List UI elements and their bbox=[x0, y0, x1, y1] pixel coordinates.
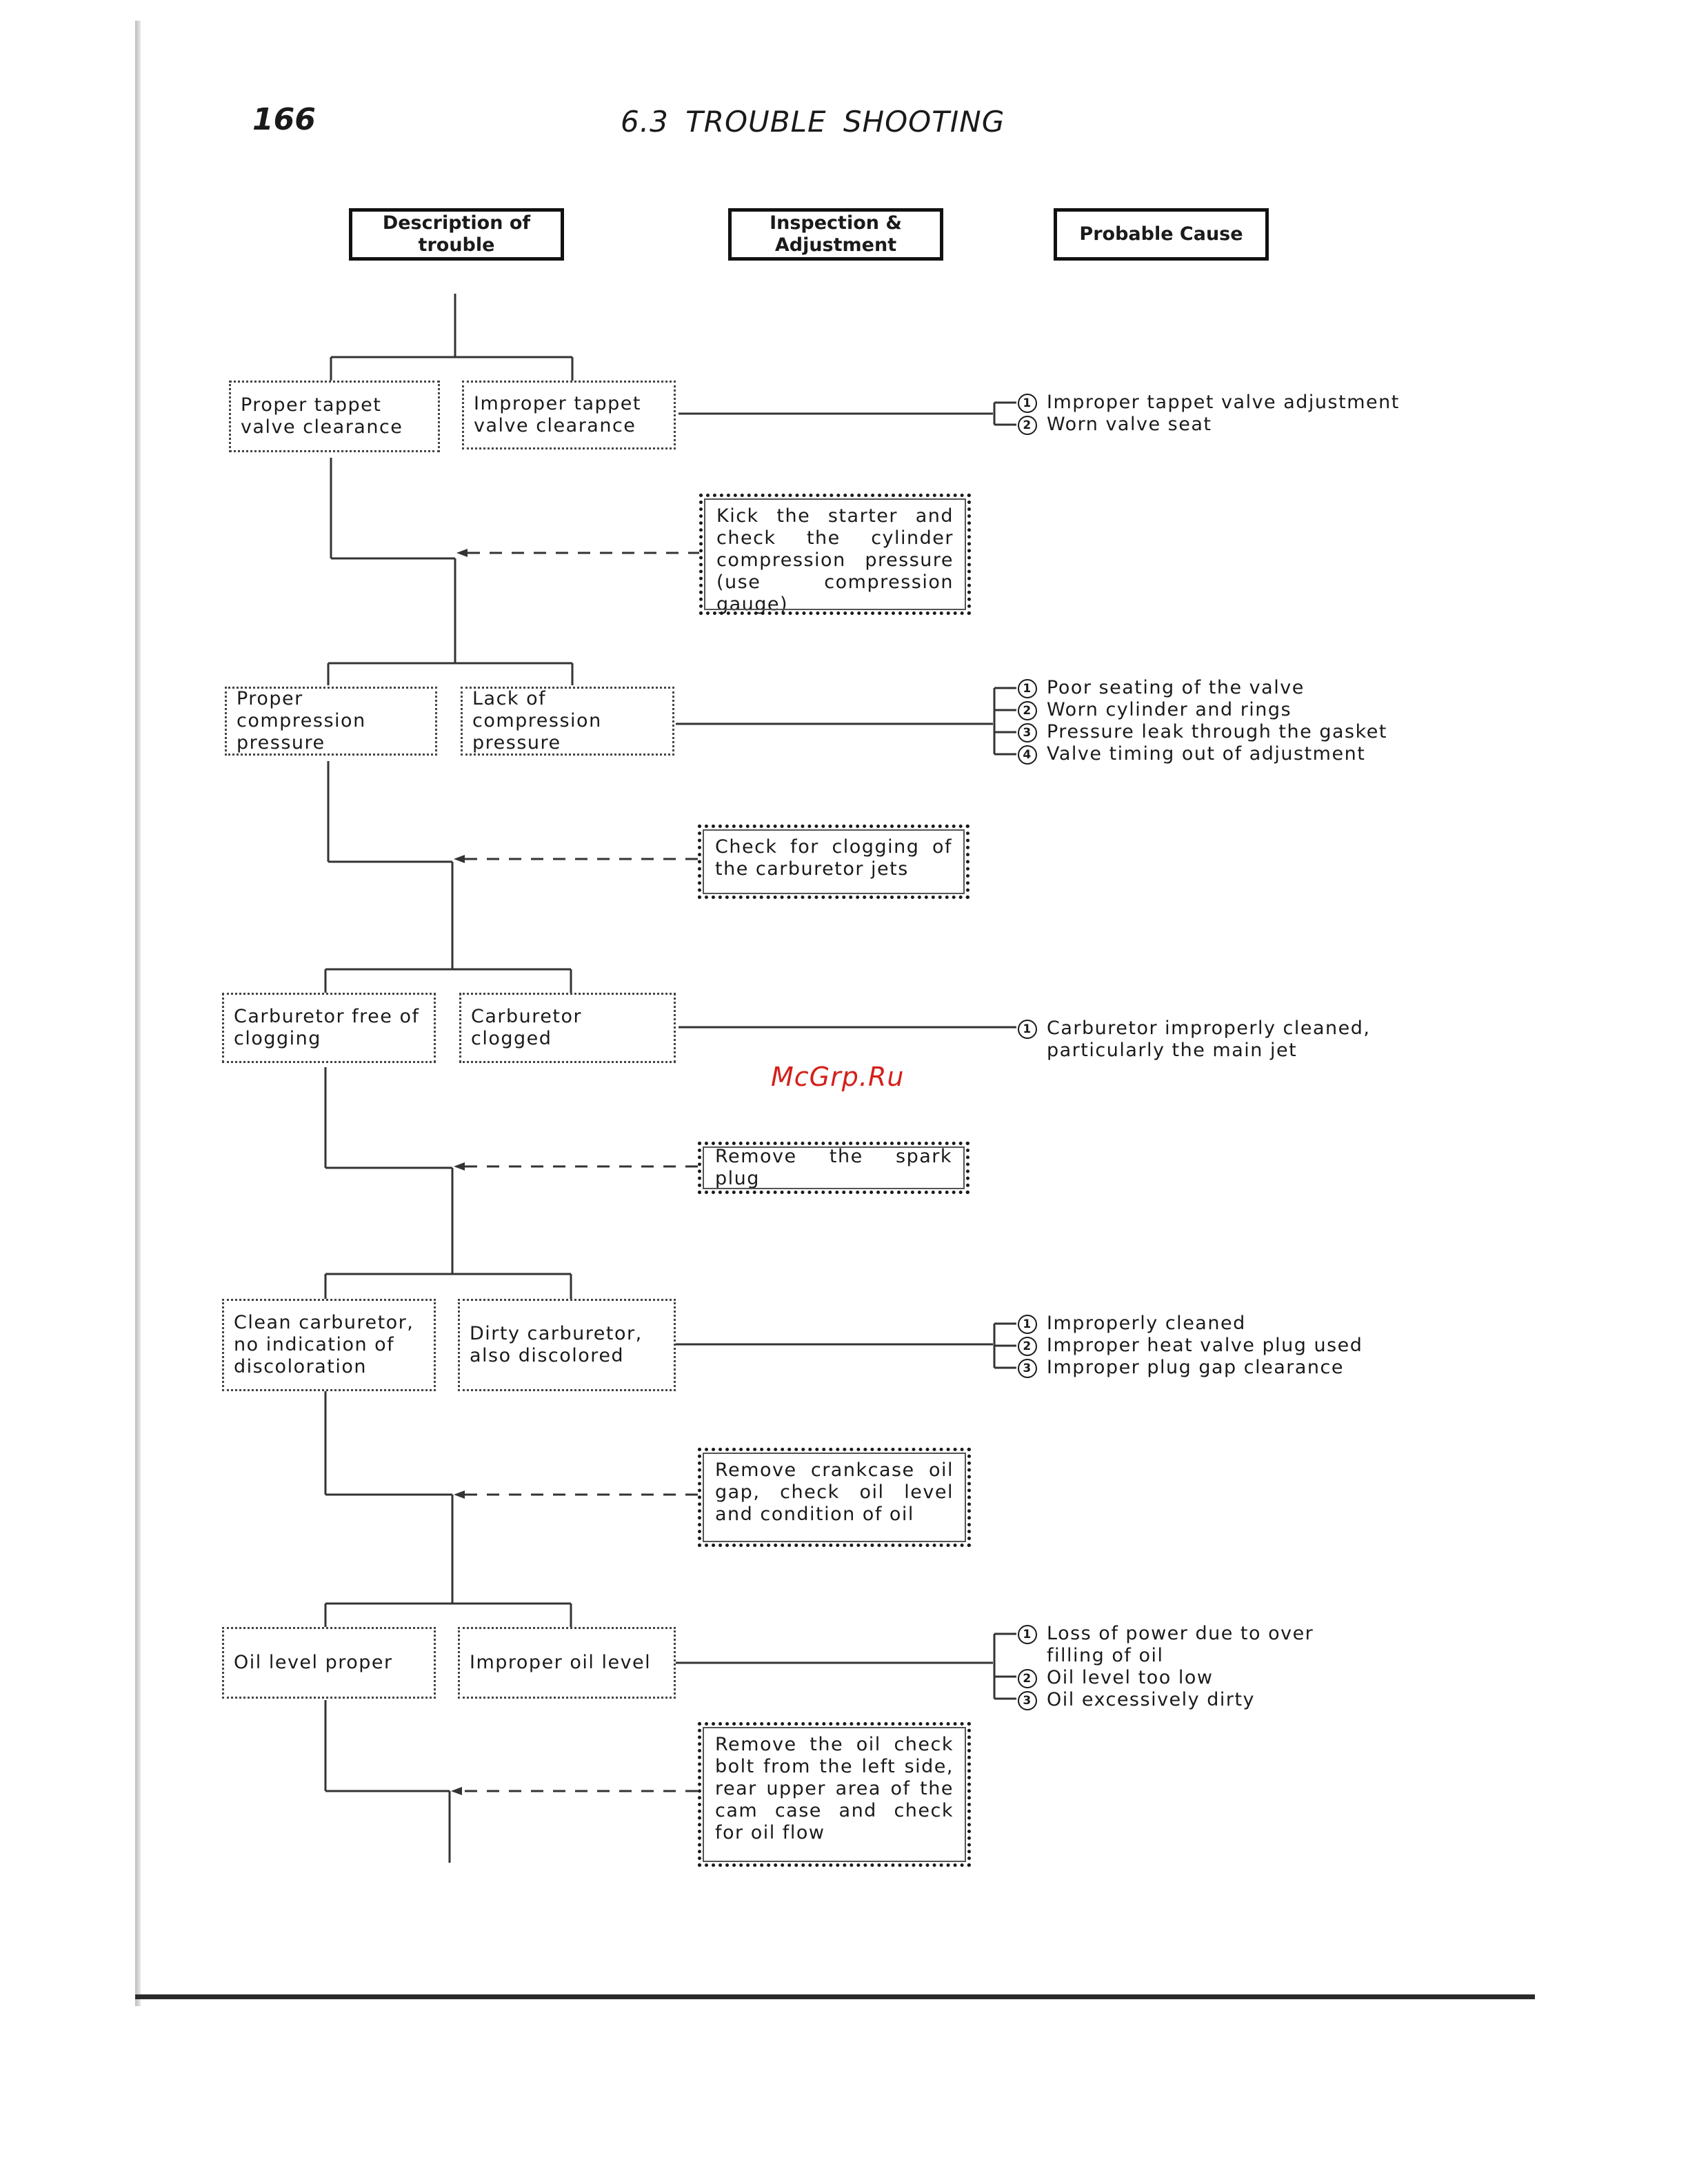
watermark: McGrp.Ru bbox=[771, 1062, 905, 1092]
header-inspection: Inspection & Adjustment bbox=[728, 208, 943, 261]
inspection-3-box: Remove the spark plug bbox=[698, 1142, 969, 1194]
inspection-1-text: Kick the starter and check the cylinder … bbox=[716, 505, 954, 615]
cause-number-icon: 2 bbox=[1018, 1337, 1037, 1356]
step1-improper-text: Improper tappet valve clearance bbox=[474, 393, 641, 436]
inspection-1-box: Kick the starter and check the cylinder … bbox=[699, 494, 971, 615]
scan-bottom-edge bbox=[135, 1994, 1535, 1999]
step2-improper-text: Lack of compression pressure bbox=[472, 688, 602, 754]
cause-number-icon: 3 bbox=[1018, 723, 1037, 742]
inspection-2-text: Check for clogging of the carburetor jet… bbox=[715, 836, 952, 880]
page-title: 6.3 TROUBLE SHOOTING bbox=[621, 105, 1005, 139]
cause-number-icon: 1 bbox=[1018, 394, 1037, 413]
step5-proper-text: Oil level proper bbox=[234, 1652, 393, 1673]
step2-proper-text: Proper compression pressure bbox=[237, 688, 366, 754]
arrowhead bbox=[454, 1162, 465, 1171]
step3-proper-text: Carburetor free of clogging bbox=[234, 1006, 420, 1049]
step1-improper-box: Improper tappet valve clearance bbox=[462, 381, 676, 449]
cause-number-icon: 2 bbox=[1018, 1669, 1037, 1688]
inspection-3-text: Remove the spark plug bbox=[715, 1146, 952, 1189]
header-cause-label: Probable Cause bbox=[1079, 223, 1243, 245]
scan-left-edge bbox=[135, 21, 141, 2006]
step2-improper-box: Lack of compression pressure bbox=[461, 687, 674, 756]
cause-number-icon: 4 bbox=[1018, 745, 1037, 765]
step4-proper-box: Clean carburetor, no indication of disco… bbox=[222, 1299, 436, 1391]
step2-proper-box: Proper compression pressure bbox=[225, 687, 437, 756]
inspection-5-text: Remove the oil check bolt from the left … bbox=[715, 1734, 954, 1843]
arrowhead bbox=[454, 1490, 465, 1499]
inspection-4-box: Remove crankcase oil gap, check oil leve… bbox=[698, 1448, 971, 1547]
step4-proper-text: Clean carburetor, no indication of disco… bbox=[234, 1312, 414, 1377]
cause-number-icon: 3 bbox=[1018, 1691, 1037, 1710]
header-inspection-label: Inspection & Adjustment bbox=[770, 212, 902, 256]
header-description: Description of trouble bbox=[349, 208, 564, 261]
inspection-5-box: Remove the oil check bolt from the left … bbox=[698, 1722, 971, 1867]
step3-improper-text: Carburetor clogged bbox=[471, 1006, 583, 1049]
step5-proper-box: Oil level proper bbox=[222, 1627, 436, 1699]
cause-number-icon: 1 bbox=[1018, 1625, 1037, 1644]
step1-proper-text: Proper tappet valve clearance bbox=[241, 394, 403, 438]
step4-improper-text: Dirty carburetor, also discolored bbox=[470, 1323, 643, 1366]
cause-number-icon: 1 bbox=[1018, 1020, 1037, 1039]
cause-number-icon: 2 bbox=[1018, 416, 1037, 435]
inspection-2-box: Check for clogging of the carburetor jet… bbox=[698, 825, 969, 899]
page-number: 166 bbox=[252, 102, 316, 137]
cause-number-icon: 1 bbox=[1018, 679, 1037, 698]
header-cause: Probable Cause bbox=[1054, 208, 1269, 261]
arrowhead bbox=[451, 1787, 462, 1795]
cause-number-icon: 2 bbox=[1018, 701, 1037, 720]
inspection-4-text: Remove crankcase oil gap, check oil leve… bbox=[715, 1459, 954, 1525]
header-description-label: Description of trouble bbox=[382, 212, 531, 256]
step5-improper-text: Improper oil level bbox=[470, 1652, 652, 1673]
arrowhead bbox=[456, 549, 468, 557]
cause-number-icon: 1 bbox=[1018, 1315, 1037, 1334]
step3-proper-box: Carburetor free of clogging bbox=[222, 993, 436, 1063]
cause-number-icon: 3 bbox=[1018, 1359, 1037, 1378]
step4-improper-box: Dirty carburetor, also discolored bbox=[458, 1299, 676, 1391]
arrowhead bbox=[454, 855, 465, 863]
step1-proper-box: Proper tappet valve clearance bbox=[229, 381, 440, 452]
step5-improper-box: Improper oil level bbox=[458, 1627, 676, 1699]
step3-improper-box: Carburetor clogged bbox=[459, 993, 676, 1063]
